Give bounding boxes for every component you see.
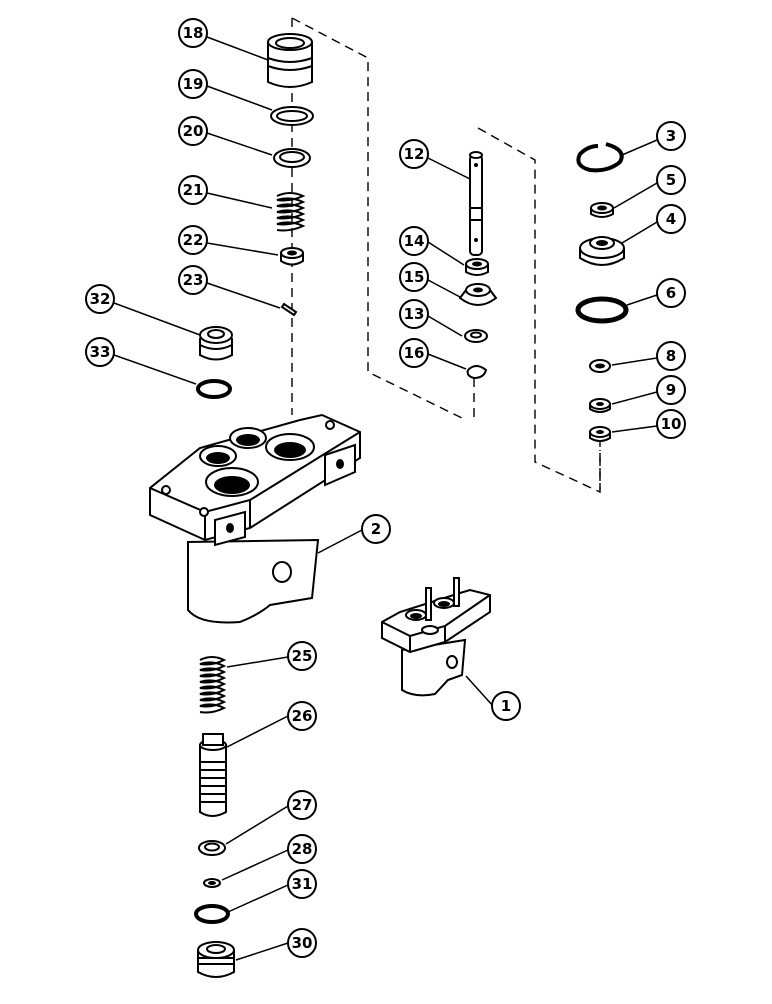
part-spring-25 xyxy=(199,656,227,714)
svg-text:14: 14 xyxy=(404,232,425,250)
part-ring-19 xyxy=(270,106,314,126)
part-valve-assembly-1 xyxy=(381,577,491,697)
svg-text:33: 33 xyxy=(90,343,111,361)
part-oring-6 xyxy=(575,296,629,324)
callout-26: 26 xyxy=(287,701,317,731)
svg-text:5: 5 xyxy=(666,171,676,189)
callout-10: 10 xyxy=(656,409,686,439)
svg-text:20: 20 xyxy=(183,122,204,140)
svg-text:19: 19 xyxy=(183,75,204,93)
part-washer-28 xyxy=(203,878,221,888)
svg-text:12: 12 xyxy=(404,145,425,163)
svg-text:15: 15 xyxy=(404,268,425,286)
callout-2: 2 xyxy=(361,514,391,544)
callout-28: 28 xyxy=(287,834,317,864)
svg-text:4: 4 xyxy=(666,210,676,228)
svg-text:6: 6 xyxy=(666,284,676,302)
svg-text:23: 23 xyxy=(183,271,204,289)
callout-21: 21 xyxy=(178,175,208,205)
part-washer-8 xyxy=(589,359,611,373)
callout-32: 32 xyxy=(85,284,115,314)
part-washer-5 xyxy=(590,202,614,218)
callout-22: 22 xyxy=(178,225,208,255)
callout-27: 27 xyxy=(287,790,317,820)
part-ring-20 xyxy=(273,148,311,168)
part-spring-21 xyxy=(276,192,306,232)
svg-text:28: 28 xyxy=(292,840,313,858)
part-clip-16 xyxy=(466,365,488,380)
svg-text:31: 31 xyxy=(292,875,313,893)
svg-text:21: 21 xyxy=(183,181,204,199)
svg-text:16: 16 xyxy=(404,344,425,362)
callout-5: 5 xyxy=(656,165,686,195)
callout-18: 18 xyxy=(178,18,208,48)
svg-text:8: 8 xyxy=(666,347,676,365)
part-oring-33 xyxy=(196,379,232,399)
svg-text:18: 18 xyxy=(183,24,204,42)
svg-text:13: 13 xyxy=(404,305,425,323)
callout-1: 1 xyxy=(491,691,521,721)
callout-15: 15 xyxy=(399,262,429,292)
svg-text:27: 27 xyxy=(292,796,313,814)
callout-13: 13 xyxy=(399,299,429,329)
callout-4: 4 xyxy=(656,204,686,234)
callout-6: 6 xyxy=(656,278,686,308)
part-plug-32 xyxy=(199,326,233,361)
callout-8: 8 xyxy=(656,341,686,371)
leader-lines xyxy=(113,36,658,961)
svg-text:1: 1 xyxy=(501,697,511,715)
assembly-guide-lines xyxy=(291,17,601,494)
svg-text:26: 26 xyxy=(292,707,313,725)
part-washer-13 xyxy=(464,329,488,343)
callout-30: 30 xyxy=(287,928,317,958)
part-bushing-14 xyxy=(465,258,489,276)
callout-9: 9 xyxy=(656,375,686,405)
part-seal-4 xyxy=(579,236,625,266)
callout-33: 33 xyxy=(85,337,115,367)
part-snap-ring-3 xyxy=(576,142,624,173)
callout-20: 20 xyxy=(178,116,208,146)
part-sleeve-18 xyxy=(267,33,313,88)
svg-text:22: 22 xyxy=(183,231,204,249)
part-valve-body-2 xyxy=(149,413,361,624)
svg-text:3: 3 xyxy=(666,127,676,145)
part-oring-31 xyxy=(194,904,230,924)
part-cap-15 xyxy=(458,283,498,306)
part-shaft-12 xyxy=(469,151,483,256)
callout-25: 25 xyxy=(287,641,317,671)
part-washer-22 xyxy=(280,247,304,266)
svg-text:25: 25 xyxy=(292,647,313,665)
part-pin-23 xyxy=(280,302,298,317)
callout-31: 31 xyxy=(287,869,317,899)
svg-text:30: 30 xyxy=(292,934,313,952)
callout-19: 19 xyxy=(178,69,208,99)
svg-text:32: 32 xyxy=(90,290,111,308)
callout-23: 23 xyxy=(178,265,208,295)
svg-text:2: 2 xyxy=(371,520,381,538)
callout-bubbles: 18 19 20 21 22 23 32 33 12 14 15 13 16 3… xyxy=(85,18,686,958)
part-plug-30 xyxy=(197,941,235,978)
svg-text:10: 10 xyxy=(661,415,682,433)
part-washer-9 xyxy=(589,398,611,413)
callout-3: 3 xyxy=(656,121,686,151)
part-washer-10 xyxy=(589,426,611,442)
callout-14: 14 xyxy=(399,226,429,256)
part-washer-27 xyxy=(198,840,226,856)
callout-16: 16 xyxy=(399,338,429,368)
callout-12: 12 xyxy=(399,139,429,169)
part-spool-26 xyxy=(199,733,227,817)
svg-text:9: 9 xyxy=(666,381,676,399)
